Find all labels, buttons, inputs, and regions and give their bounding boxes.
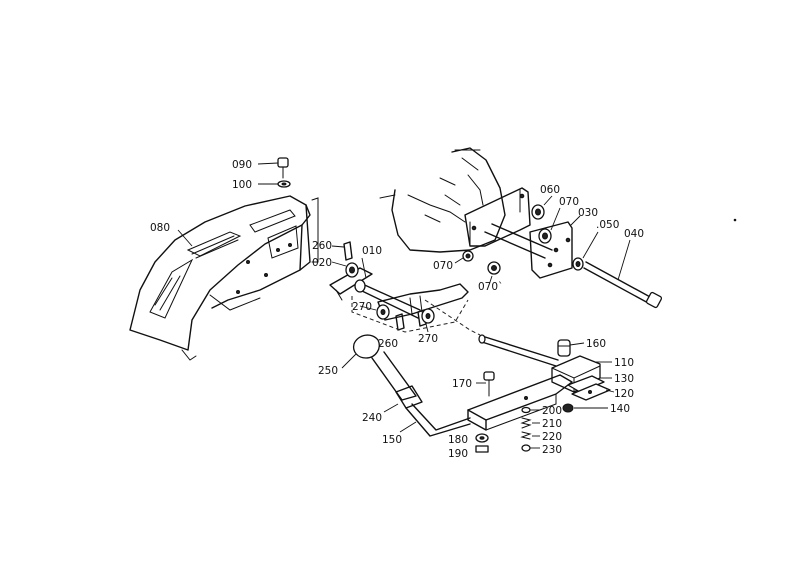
label-070-left: 070 <box>433 260 453 272</box>
label-190: 190 <box>448 448 468 460</box>
label-100: 100 <box>232 179 252 191</box>
label-250: 250 <box>318 365 338 377</box>
connecting-rod <box>478 334 559 367</box>
spring-210 <box>520 417 540 429</box>
label-160: 160 <box>586 338 606 350</box>
rod-040 <box>583 239 663 309</box>
collar-220 <box>520 431 540 440</box>
leader-030 <box>569 215 581 227</box>
shaft-010 <box>354 257 421 319</box>
engine-body-outline <box>379 147 506 253</box>
label-030: 030 <box>578 207 598 219</box>
bushing-070-lower <box>487 261 501 283</box>
label-010: 010 <box>362 245 382 257</box>
pedal-arm <box>467 374 573 431</box>
label-270-lower: 270 <box>418 333 438 345</box>
bolt-090 <box>257 157 289 179</box>
label-220: 220 <box>542 431 562 443</box>
fender-plate-080 <box>129 195 319 361</box>
label-040: 040 <box>624 228 644 240</box>
nut-230 <box>521 444 540 452</box>
washer-100 <box>258 180 291 188</box>
label-130: 130 <box>614 373 634 385</box>
leader-080 <box>177 229 193 247</box>
label-120: 120 <box>614 388 634 400</box>
part-labels: 090 100 080 260 020 010 060 070 030 .050… <box>150 159 644 460</box>
arm-020 <box>329 261 373 301</box>
plate-120 <box>571 383 615 401</box>
label-140: 140 <box>610 403 630 415</box>
plate-130 <box>567 375 612 393</box>
link-270-upper <box>359 283 469 321</box>
label-080: 080 <box>150 222 170 234</box>
label-210: 210 <box>542 418 562 430</box>
label-180: 180 <box>448 434 468 446</box>
label-020: 020 <box>312 257 332 269</box>
label-170: 170 <box>452 378 472 390</box>
label-270-upper: 270 <box>352 301 372 313</box>
label-230: 230 <box>542 444 562 456</box>
label-150: 150 <box>382 434 402 446</box>
pin-260-lower <box>395 309 427 331</box>
dashed-assembly-line <box>351 296 469 333</box>
nut-190 <box>475 445 489 453</box>
stray-mark <box>733 218 737 222</box>
bushing-070-left <box>454 250 474 264</box>
bolt-140 <box>562 403 608 413</box>
knob-250 <box>341 334 380 369</box>
label-260-upper: 260 <box>312 240 332 252</box>
label-260-lower: 260 <box>378 338 398 350</box>
label-050: .050 <box>596 219 619 231</box>
label-060: 060 <box>540 184 560 196</box>
nut-050 <box>572 231 599 271</box>
bushing-060 <box>531 195 553 220</box>
label-090: 090 <box>232 159 252 171</box>
label-200: 200 <box>542 405 562 417</box>
bracket-030 <box>464 187 573 279</box>
bushing-070-upper <box>538 207 561 244</box>
spring-pin-160 <box>557 339 585 357</box>
pin-260-upper <box>331 241 353 261</box>
link-270-lower <box>421 308 435 333</box>
lever-150 <box>399 403 471 437</box>
label-110: 110 <box>614 357 634 369</box>
label-070-upper: 070 <box>559 196 579 208</box>
washer-200 <box>521 406 540 414</box>
nut-180 <box>475 433 489 443</box>
bolt-170 <box>476 371 495 397</box>
label-070-lower: 070` <box>478 281 503 293</box>
label-240: 240 <box>362 412 382 424</box>
lever-240 <box>371 351 423 413</box>
